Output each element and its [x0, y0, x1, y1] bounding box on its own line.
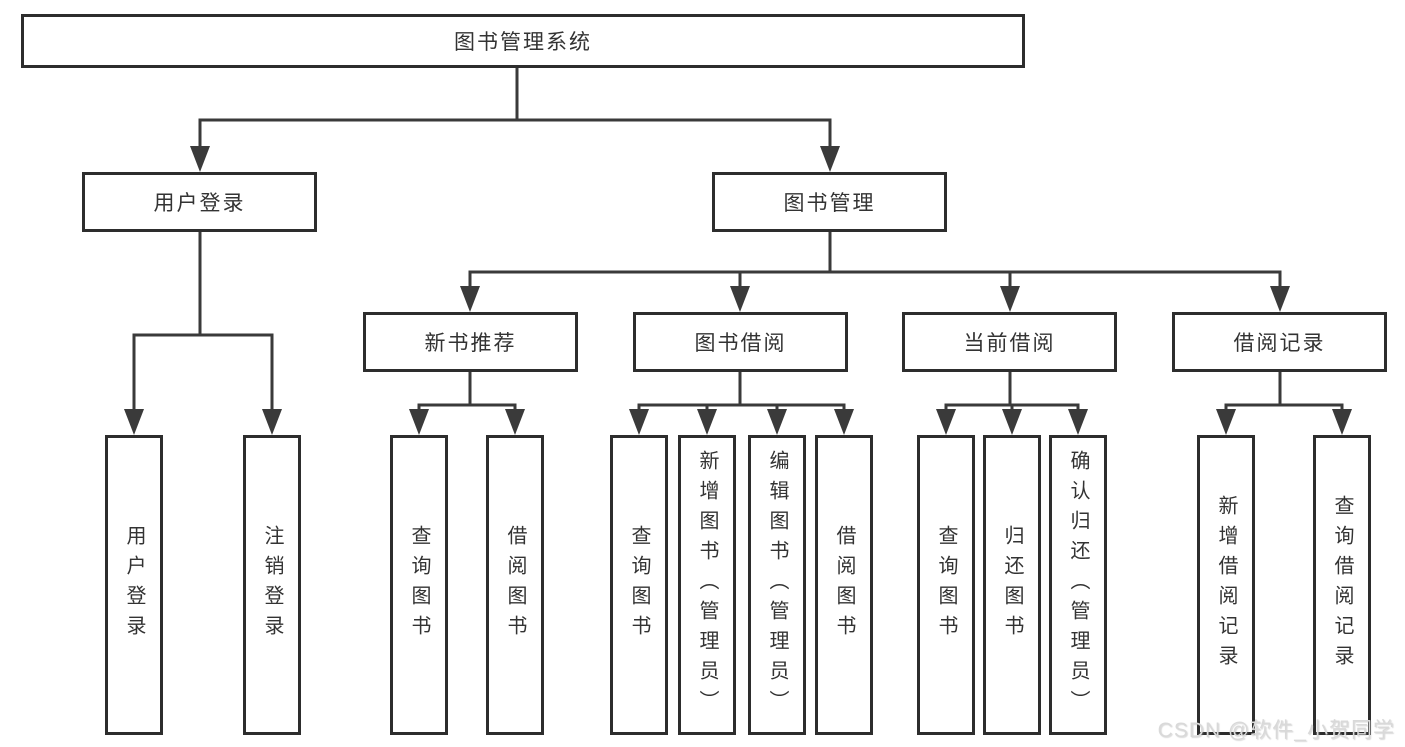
node-current-borrowing: 当前借阅 — [902, 312, 1117, 372]
leaf-add-books-admin: 新增图书（管理员） — [678, 435, 736, 735]
node-book-management: 图书管理 — [712, 172, 947, 232]
leaf-query-books-recommend: 查询图书 — [390, 435, 448, 735]
leaf-confirm-return-admin: 确认归还（管理员） — [1049, 435, 1107, 735]
node-user-login: 用户登录 — [82, 172, 317, 232]
csdn-watermark: CSDN @软件_小贺同学 — [1157, 719, 1395, 742]
node-borrowing-records: 借阅记录 — [1172, 312, 1387, 372]
leaf-query-borrow-record: 查询借阅记录 — [1313, 435, 1371, 735]
node-library-management-system: 图书管理系统 — [21, 14, 1025, 68]
leaf-user-login: 用户登录 — [105, 435, 163, 735]
leaf-logout: 注销登录 — [243, 435, 301, 735]
leaf-edit-books-admin: 编辑图书（管理员） — [748, 435, 806, 735]
leaf-borrow-books-recommend: 借阅图书 — [486, 435, 544, 735]
leaf-query-books-borrow: 查询图书 — [610, 435, 668, 735]
leaf-query-books-current: 查询图书 — [917, 435, 975, 735]
leaf-return-books: 归还图书 — [983, 435, 1041, 735]
node-new-book-recommendation: 新书推荐 — [363, 312, 578, 372]
node-book-borrowing: 图书借阅 — [633, 312, 848, 372]
leaf-borrow-books: 借阅图书 — [815, 435, 873, 735]
leaf-add-borrow-record: 新增借阅记录 — [1197, 435, 1255, 735]
